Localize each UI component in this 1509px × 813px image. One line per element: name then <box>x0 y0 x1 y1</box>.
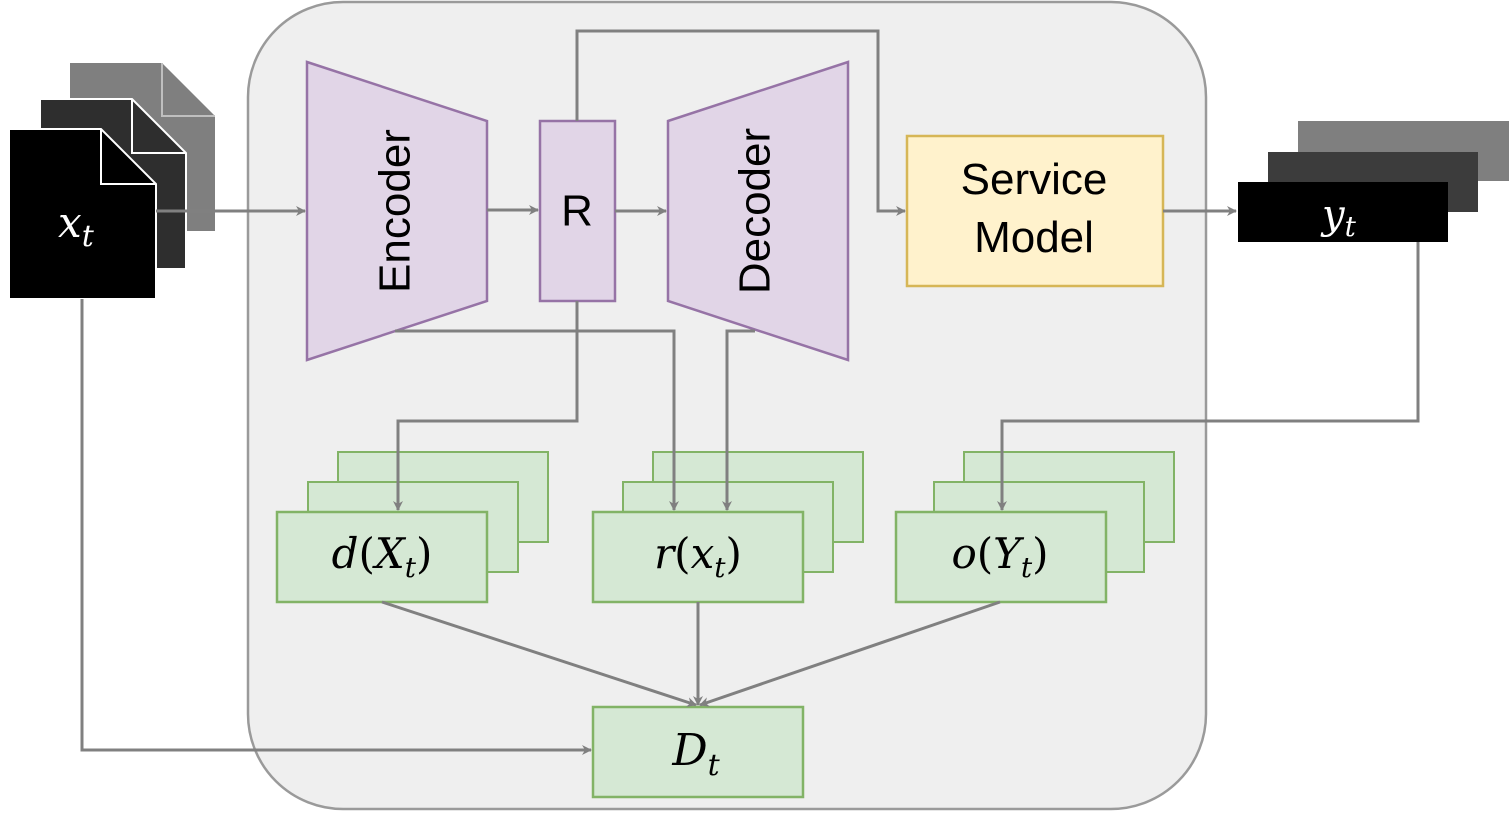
d-metric-stack: d(Xt) <box>275 451 549 604</box>
edge-o-to-detector <box>699 600 1001 707</box>
edge-output-to-o <box>997 242 1420 511</box>
input-stack: xt <box>8 63 215 300</box>
edge-d-to-detector <box>381 600 697 707</box>
o-metric-label: o(Yt) <box>951 529 1048 584</box>
input-label: xt <box>58 198 95 254</box>
edge-r-to-d <box>393 301 579 511</box>
service-model-label-line2: Model <box>974 213 1094 262</box>
encoder-block: Encoder <box>305 60 489 362</box>
edges <box>80 29 1420 755</box>
service-model-block: Service Model <box>905 134 1165 288</box>
output-label: yt <box>1320 192 1357 243</box>
output-stack: yt <box>1238 121 1509 243</box>
service-model-label: Service <box>961 155 1108 204</box>
representation-block: R <box>538 119 617 303</box>
input-doc-front <box>8 128 157 300</box>
r-metric-stack: r(xt) <box>591 451 864 604</box>
decoder-label: Decoder <box>731 128 780 294</box>
detector-block: Dt <box>591 705 805 799</box>
decoder-block: Decoder <box>666 60 850 362</box>
encoder-label: Encoder <box>371 129 420 293</box>
edge-decoder-to-r-metric <box>722 329 755 511</box>
output-layer-front <box>1238 182 1448 242</box>
o-metric-stack: o(Yt) <box>894 451 1175 604</box>
edge-encoder-to-r-metric <box>395 329 679 511</box>
edge-input-to-detector <box>80 299 592 755</box>
d-metric-label: d(Xt) <box>332 529 433 584</box>
r-metric-label: r(xt) <box>654 529 742 584</box>
edge-r-to-service-model <box>575 29 906 216</box>
detector-label: Dt <box>671 725 720 783</box>
representation-label: R <box>561 187 593 236</box>
